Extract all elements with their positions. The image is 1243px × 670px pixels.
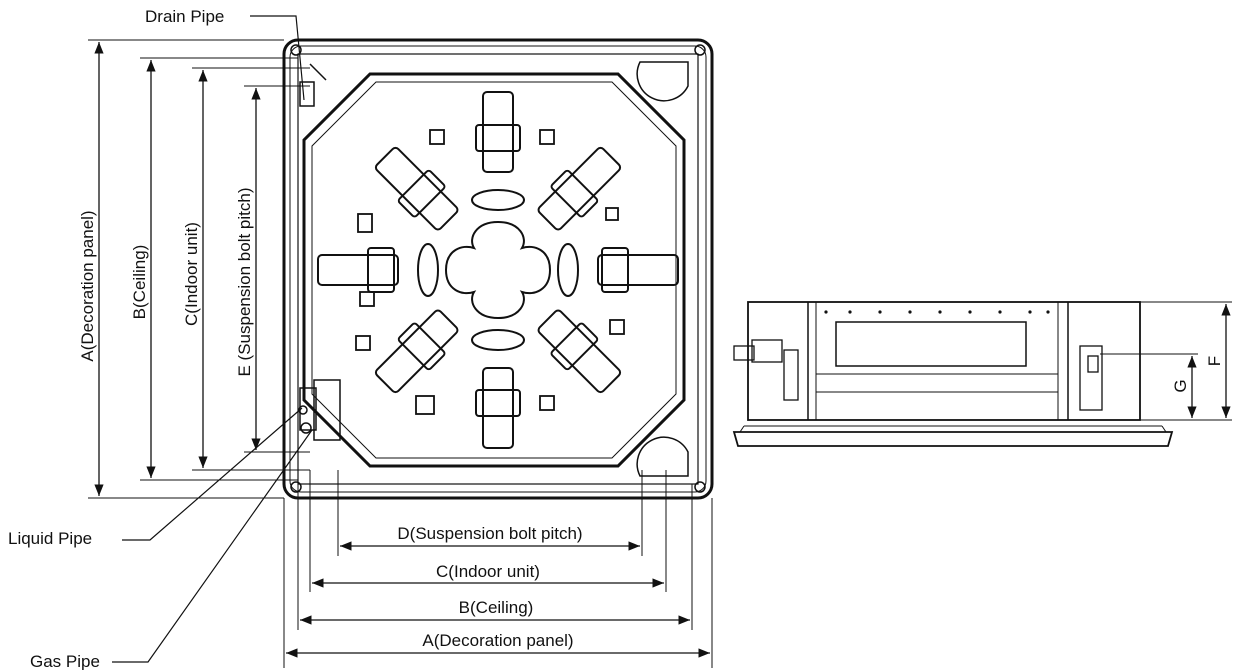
drain-pipe-label: Drain Pipe: [145, 7, 224, 26]
dim-a-horizontal-label: A(Decoration panel): [422, 631, 573, 650]
liquid-pipe-label: Liquid Pipe: [8, 529, 92, 548]
dim-b-horizontal-label: B(Ceiling): [459, 598, 534, 617]
dim-e-vertical-label: E (Suspension bolt pitch): [235, 188, 254, 377]
center-cross: [444, 220, 552, 320]
pipe-callouts: Drain Pipe Liquid Pipe Gas Pipe: [8, 7, 313, 670]
decoration-panel-outline: [282, 38, 714, 500]
side-view: F G: [732, 301, 1232, 447]
dim-b-vertical-label: B(Ceiling): [130, 245, 149, 320]
dim-c-vertical-label: C(Indoor unit): [182, 222, 201, 326]
gas-pipe-label: Gas Pipe: [30, 652, 100, 670]
vent-squares: [355, 129, 625, 415]
vertical-dimensions: A(Decoration panel) B(Ceiling) C(Indoor …: [78, 39, 310, 499]
louver-arms: [317, 91, 679, 449]
top-view: [282, 38, 714, 500]
unit-body-side: [747, 301, 1141, 421]
dim-d-horizontal-label: D(Suspension bolt pitch): [397, 524, 582, 543]
dim-f-label: F: [1205, 356, 1224, 366]
dim-a-vertical-label: A(Decoration panel): [78, 210, 97, 361]
horizontal-dimensions: D(Suspension bolt pitch) C(Indoor unit) …: [283, 470, 713, 668]
dim-c-horizontal-label: C(Indoor unit): [436, 562, 540, 581]
decoration-panel-side: [732, 431, 1174, 447]
dim-g-label: G: [1171, 379, 1190, 392]
side-grille: [835, 321, 1027, 367]
indoor-unit-body: [297, 53, 699, 485]
octagonal-grille: [302, 72, 686, 468]
